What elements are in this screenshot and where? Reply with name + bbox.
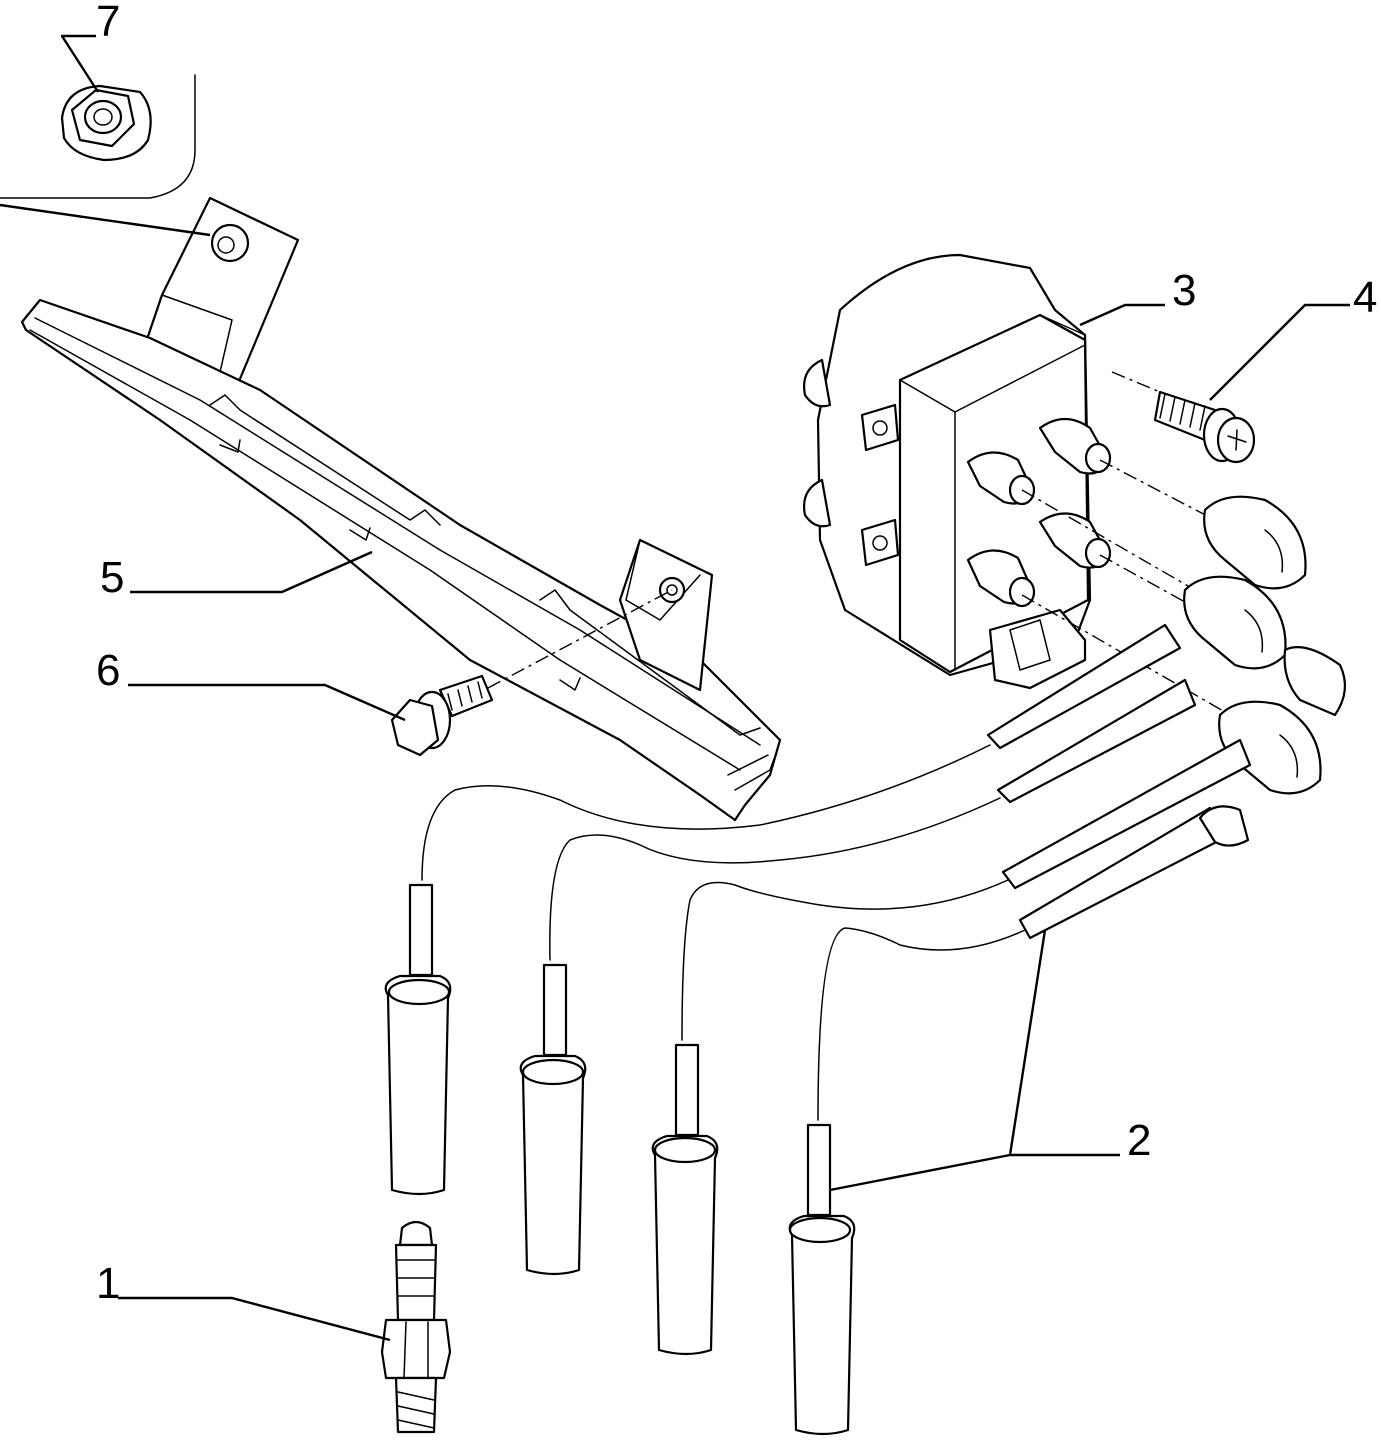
ignition-leads-part-2 xyxy=(384,495,1347,1436)
leader-2 xyxy=(829,929,1120,1192)
leader-3 xyxy=(1079,303,1165,327)
leader-7 xyxy=(0,34,211,237)
leader-4 xyxy=(1209,303,1350,401)
leader-5 xyxy=(130,550,373,594)
callout-3: 3 xyxy=(1172,266,1196,315)
screw-part-4 xyxy=(1153,390,1256,464)
callout-7: 7 xyxy=(96,0,120,46)
leader-1 xyxy=(118,1296,391,1342)
callout-1: 1 xyxy=(96,1259,120,1308)
callout-2: 2 xyxy=(1127,1116,1151,1165)
bolt-part-6 xyxy=(390,674,494,757)
leader-6 xyxy=(128,683,406,722)
spark-plug-part-1 xyxy=(380,1220,452,1434)
callout-6: 6 xyxy=(96,646,120,695)
ignition-coil-part-3 xyxy=(803,253,1112,690)
wire-bracket-part-5 xyxy=(20,196,782,822)
flange-nut-part-7 xyxy=(60,84,152,162)
callout-4: 4 xyxy=(1353,273,1377,322)
callout-5: 5 xyxy=(100,553,124,602)
